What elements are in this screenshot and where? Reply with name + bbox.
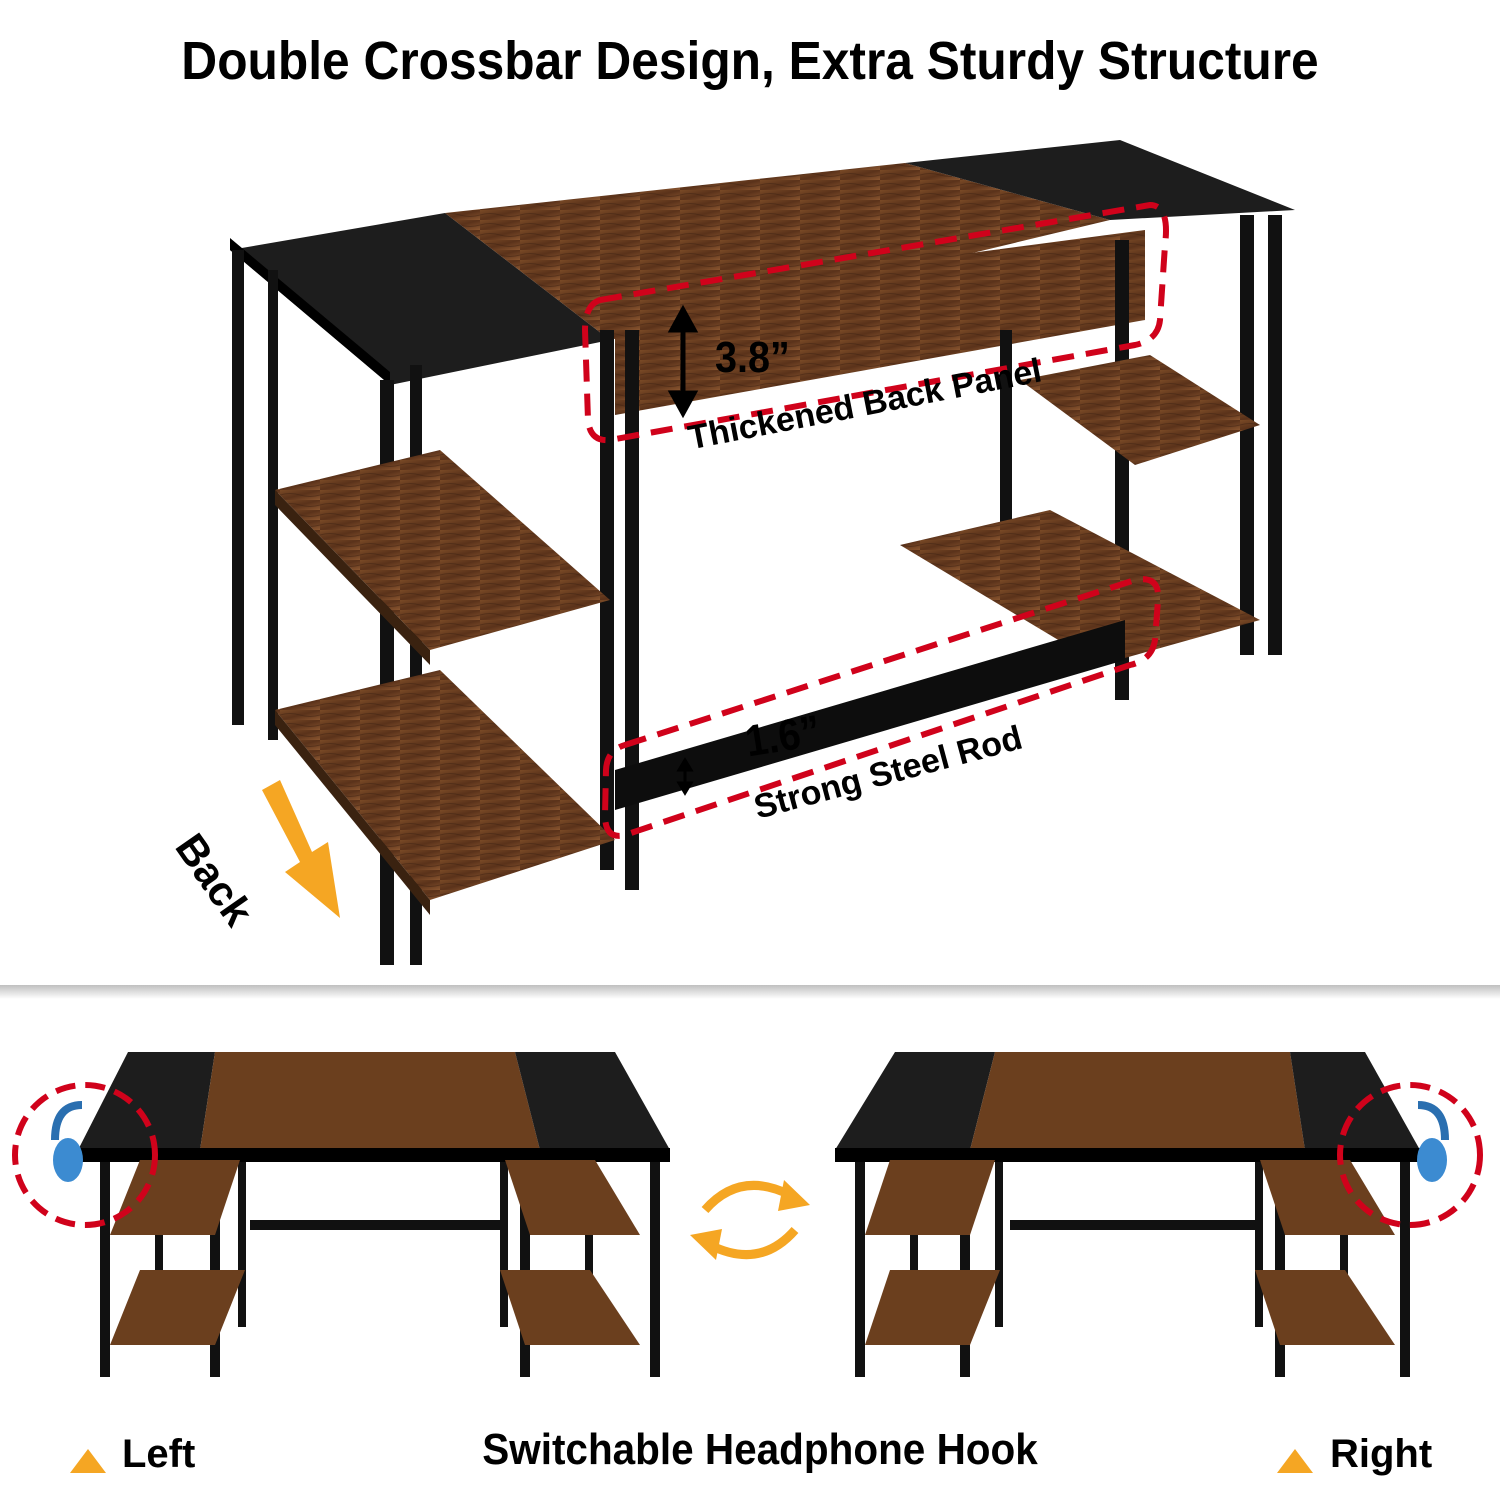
main-desk-illustration [230,140,1295,965]
right-label: Right [1330,1432,1433,1476]
arrow-down-right-icon [262,780,340,918]
steel-rod [615,620,1125,810]
triangle-up-icon [1277,1449,1313,1473]
left-hook-desk-illustration [12,1052,670,1377]
bottom-title: Switchable Headphone Hook [482,1425,1038,1474]
swap-cycle-icon [690,1180,810,1260]
right-shelf-upper [1020,355,1260,465]
right-shelf-lower [900,510,1260,665]
right-hook-desk-illustration [835,1052,1483,1377]
desktop-right-black [905,140,1295,220]
rod-dimension-arrow [676,757,694,796]
headphones-icon [51,1101,83,1182]
triangle-up-icon [70,1449,106,1473]
headphones-icon [1417,1101,1449,1182]
right-hook-highlight [1337,1082,1483,1228]
back-panel-dimension-arrow [667,304,699,419]
left-hook-highlight [12,1082,158,1228]
page-title: Double Crossbar Design, Extra Sturdy Str… [181,31,1319,91]
left-shelf-upper [275,450,610,650]
back-panel [615,230,1145,415]
rod-highlight [601,576,1162,839]
back-panel-highlight [581,201,1169,444]
back-panel-height-label: 3.8” [715,333,790,382]
desktop-left-black [230,213,610,385]
section-divider [0,985,1500,999]
left-label: Left [122,1432,196,1476]
left-shelf-lower [275,670,615,900]
